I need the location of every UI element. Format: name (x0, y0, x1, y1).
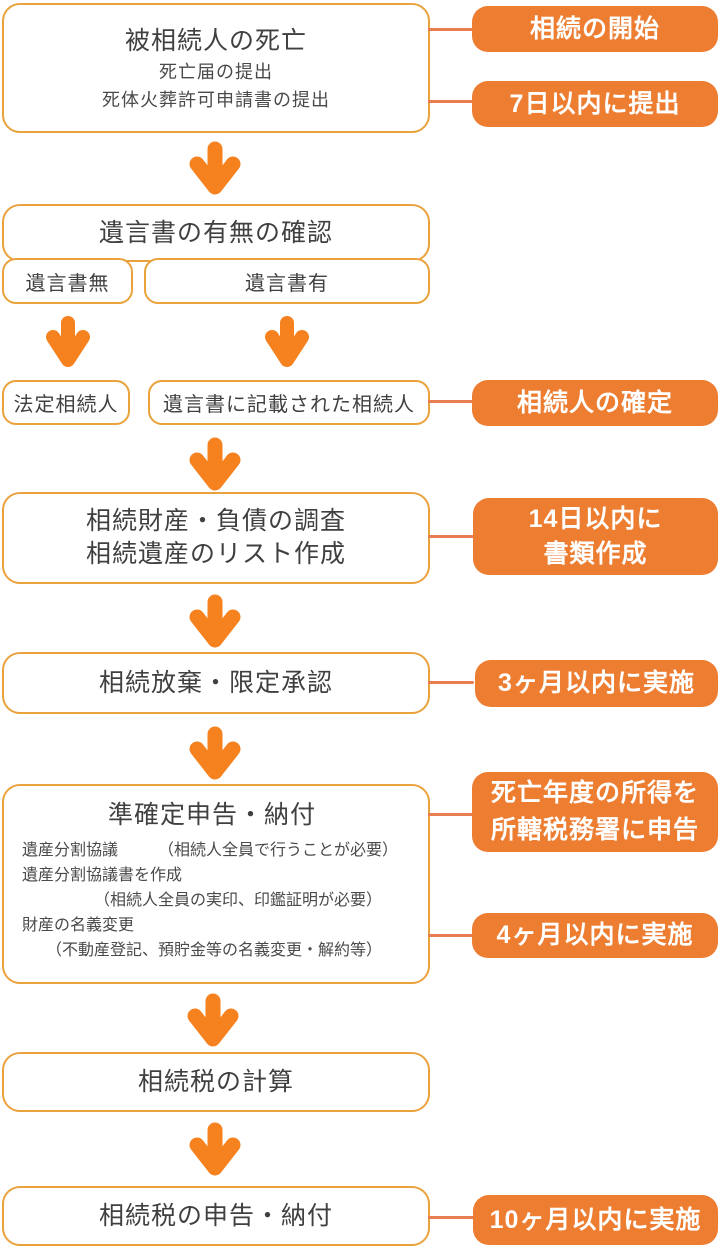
legal-heir-text: 法定相続人 (13, 394, 119, 416)
step-tax-calc-box: 相続税の計算 (2, 1052, 430, 1112)
quasi-return-title: 準確定申告・納付 (107, 801, 316, 829)
connector-income-report (428, 813, 474, 816)
label-start-text: 相続の開始 (529, 14, 660, 43)
down-arrow-icon (189, 141, 241, 195)
step-death-title: 被相続人の死亡 (124, 27, 307, 55)
label-7days-text: 7日以内に提出 (509, 89, 681, 118)
label-14days-line1: 14日以内に (528, 504, 663, 533)
quasi-return-line2: 遺産分割協議書を作成 (22, 867, 183, 884)
down-arrow-icon (189, 726, 241, 780)
step-tax-file-box: 相続税の申告・納付 (2, 1186, 430, 1246)
legal-heir-box: 法定相続人 (2, 380, 130, 425)
step-tax-file-title: 相続税の申告・納付 (98, 1202, 333, 1230)
branch-has-will-box: 遺言書有 (144, 258, 430, 304)
label-10months-text: 10ヶ月以内に実施 (489, 1205, 702, 1234)
quasi-return-line4: 財産の名義変更 (22, 917, 135, 934)
step-will-check-title: 遺言書の有無の確認 (98, 219, 333, 247)
label-income-report-line1: 死亡年度の所得を (490, 779, 699, 807)
label-start-pill: 相続の開始 (472, 6, 718, 52)
branch-has-will-text: 遺言書有 (245, 272, 329, 295)
asset-survey-line1: 相続財産・負債の調査 (85, 507, 346, 535)
label-heir-fixed-text: 相続人の確定 (516, 388, 673, 417)
step-tax-calc-title: 相続税の計算 (137, 1068, 294, 1096)
will-heir-box: 遺言書に記載された相続人 (148, 380, 430, 425)
label-10months-pill: 10ヶ月以内に実施 (473, 1195, 718, 1245)
branch-no-will-text: 遺言書無 (25, 272, 110, 295)
label-heir-fixed-pill: 相続人の確定 (472, 380, 718, 426)
label-income-report-line2: 所轄税務署に申告 (490, 816, 699, 844)
step-death-line2: 死体火葬許可申請書の提出 (102, 90, 330, 110)
connector-10months (428, 1216, 476, 1219)
step-renounce-box: 相続放棄・限定承認 (2, 652, 430, 714)
quasi-return-line3: （相続人全員の実印、印鑑証明が必要） (22, 892, 383, 909)
step-quasi-return-box: 準確定申告・納付 遺産分割協議 （相続人全員で行うことが必要） 遺産分割協議書を… (2, 784, 430, 984)
label-3months-pill: 3ヶ月以内に実施 (475, 660, 718, 707)
down-arrow-icon (265, 316, 309, 367)
label-14days-pill: 14日以内に 書類作成 (473, 498, 718, 575)
branch-no-will-box: 遺言書無 (2, 258, 133, 304)
label-income-report-pill: 死亡年度の所得を 所轄税務署に申告 (472, 772, 718, 852)
connector-heir-fixed (428, 400, 474, 403)
connector-4months (428, 934, 474, 937)
down-arrow-icon (189, 1122, 241, 1176)
down-arrow-icon (189, 594, 241, 648)
down-arrow-icon (189, 437, 241, 491)
label-7days-pill: 7日以内に提出 (472, 81, 718, 127)
down-arrow-icon (46, 316, 90, 367)
step-asset-survey-box: 相続財産・負債の調査 相続遺産のリスト作成 (2, 492, 430, 584)
label-4months-pill: 4ヶ月以内に実施 (472, 913, 718, 958)
connector-start (428, 28, 474, 31)
label-3months-text: 3ヶ月以内に実施 (498, 669, 695, 697)
connector-14days (428, 535, 474, 538)
quasi-return-line1: 遺産分割協議 （相続人全員で行うことが必要） (22, 842, 399, 859)
down-arrow-icon (187, 993, 239, 1047)
connector-3months (428, 681, 474, 684)
step-will-check-box: 遺言書の有無の確認 (2, 204, 430, 262)
label-4months-text: 4ヶ月以内に実施 (496, 921, 694, 949)
connector-7days (428, 100, 474, 103)
step-death-line1: 死亡届の提出 (159, 62, 273, 82)
step-death-box: 被相続人の死亡 死亡届の提出 死体火葬許可申請書の提出 (2, 3, 430, 133)
label-14days-line2: 書類作成 (543, 539, 648, 568)
asset-survey-line2: 相続遺産のリスト作成 (85, 540, 346, 568)
step-renounce-title: 相続放棄・限定承認 (98, 669, 333, 697)
quasi-return-line5: （不動産登記、預貯金等の名義変更・解約等） (22, 942, 383, 959)
will-heir-text: 遺言書に記載された相続人 (163, 394, 415, 416)
